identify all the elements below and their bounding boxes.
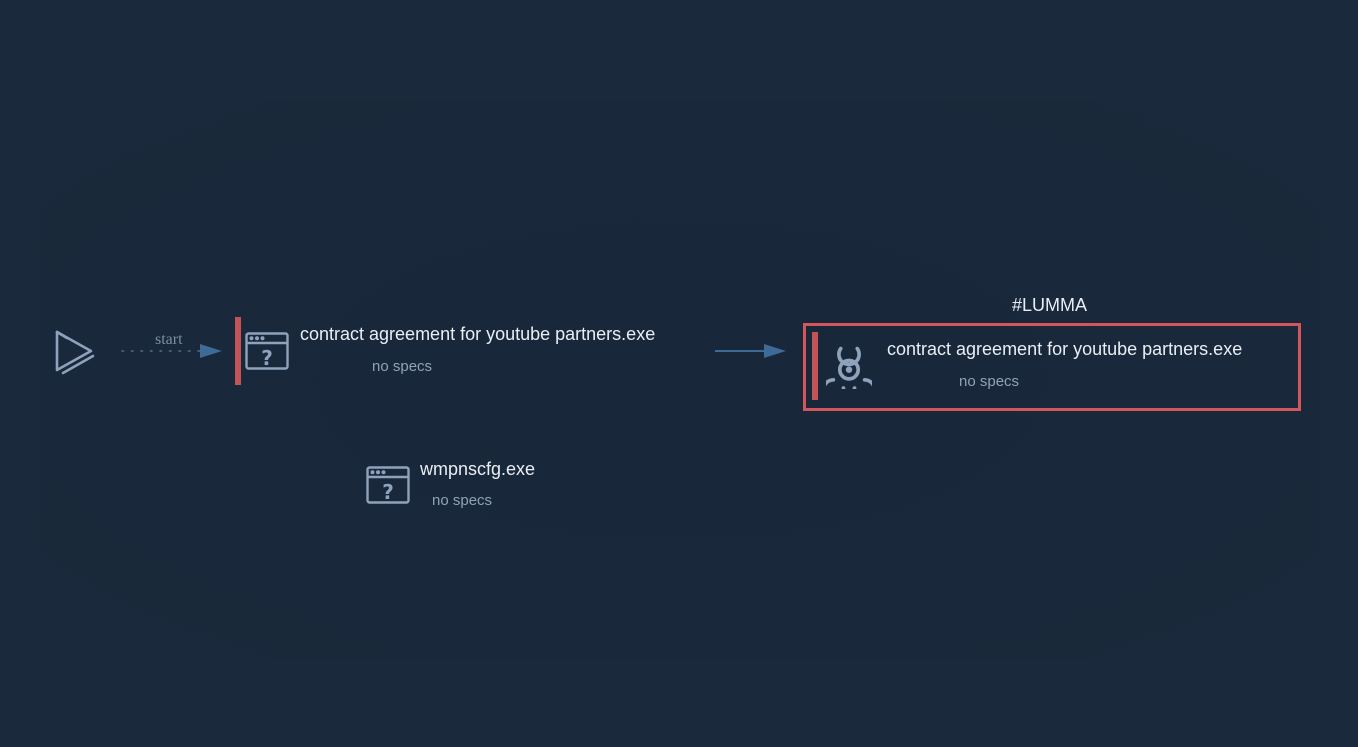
node-subtitle: no specs xyxy=(432,492,493,509)
node-title: contract agreement for youtube partners.… xyxy=(300,324,656,344)
node-subtitle: no specs xyxy=(372,358,433,375)
start-label: start xyxy=(155,331,183,348)
svg-text:?: ? xyxy=(382,480,394,504)
start-edge-arrowhead xyxy=(200,344,222,358)
node-title: wmpnscfg.exe xyxy=(420,459,536,479)
node-subtitle: no specs xyxy=(959,373,1020,390)
unknown-window-icon: ? xyxy=(245,332,289,370)
threat-tag: #LUMMA xyxy=(1012,295,1088,315)
threat-bar xyxy=(812,332,818,400)
process-edge-arrowhead xyxy=(764,344,786,358)
threat-bar xyxy=(235,317,241,385)
biohazard-icon xyxy=(826,346,872,389)
play-icon[interactable] xyxy=(54,329,96,375)
unknown-window-icon: ? xyxy=(366,466,410,504)
process-node-lumma[interactable] xyxy=(803,323,1301,411)
node-title: contract agreement for youtube partners.… xyxy=(887,339,1243,359)
svg-text:?: ? xyxy=(261,346,273,370)
